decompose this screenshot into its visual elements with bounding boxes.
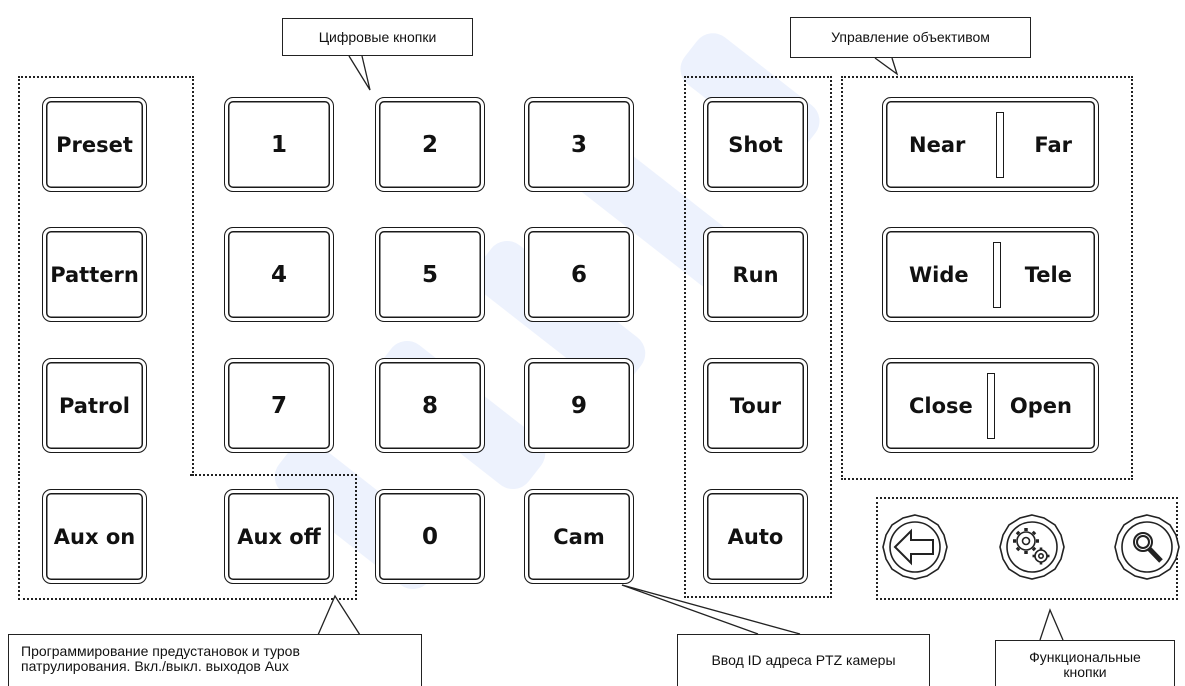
open-button[interactable]: Open — [1009, 393, 1072, 418]
auto-button[interactable]: Auto — [703, 489, 808, 584]
function-callout-line1: Функциональные — [1029, 649, 1141, 665]
digital-buttons-callout: Цифровые кнопки — [282, 18, 473, 56]
aux-off-button[interactable]: Aux off — [224, 489, 334, 584]
digit-0-button[interactable]: 0 — [375, 489, 485, 584]
rocker-divider — [995, 111, 1004, 178]
digit-4-button[interactable]: 4 — [224, 227, 334, 322]
digit-2-button[interactable]: 2 — [375, 97, 485, 192]
patrol-button[interactable]: Patrol — [42, 358, 147, 453]
wide-tele-rocker[interactable]: Wide Tele — [882, 227, 1099, 322]
back-button[interactable] — [881, 513, 949, 581]
program-callout-line1: Программирование предустановок и туров — [21, 643, 300, 659]
program-group-frame — [18, 76, 194, 476]
preset-button[interactable]: Preset — [42, 97, 147, 192]
camera-id-callout-text: Ввод ID адреса PTZ камеры — [711, 652, 896, 668]
camera-id-callout: Ввод ID адреса PTZ камеры — [677, 634, 930, 686]
program-group-frame-bottom — [18, 474, 357, 600]
program-presets-callout: Программирование предустановок и туров п… — [8, 634, 422, 686]
rocker-divider — [992, 241, 1001, 308]
near-button[interactable]: Near — [909, 132, 966, 157]
lens-control-callout-text: Управление объективом — [831, 29, 990, 45]
digital-buttons-callout-text: Цифровые кнопки — [318, 28, 437, 45]
digit-6-button[interactable]: 6 — [524, 227, 634, 322]
aux-on-button[interactable]: Aux on — [42, 489, 147, 584]
search-icon — [1133, 532, 1163, 563]
digit-5-button[interactable]: 5 — [375, 227, 485, 322]
close-button[interactable]: Close — [909, 393, 973, 418]
cam-button[interactable]: Cam — [524, 489, 634, 584]
back-arrow-icon — [893, 528, 934, 566]
search-button[interactable] — [1113, 513, 1181, 581]
near-far-rocker[interactable]: Near Far — [882, 97, 1099, 192]
program-callout-line2: патрулирования. Вкл./выкл. выходов Aux — [21, 658, 289, 674]
tour-button[interactable]: Tour — [703, 358, 808, 453]
digit-7-button[interactable]: 7 — [224, 358, 334, 453]
program-group-frame-step — [190, 474, 353, 476]
function-buttons-callout: Функциональные кнопки — [995, 640, 1175, 686]
shot-button[interactable]: Shot — [703, 97, 808, 192]
function-callout-line2: кнопки — [1063, 664, 1107, 680]
digit-9-button[interactable]: 9 — [524, 358, 634, 453]
close-open-rocker[interactable]: Close Open — [882, 358, 1099, 453]
tele-button[interactable]: Tele — [1024, 262, 1072, 287]
pattern-button[interactable]: Pattern — [42, 227, 147, 322]
run-button[interactable]: Run — [703, 227, 808, 322]
settings-button[interactable] — [998, 513, 1066, 581]
lens-group-frame — [841, 76, 1133, 480]
lens-control-callout: Управление объективом — [790, 17, 1031, 58]
rocker-divider — [987, 372, 996, 439]
wide-button[interactable]: Wide — [909, 262, 969, 287]
digit-3-button[interactable]: 3 — [524, 97, 634, 192]
settings-gears-icon — [1013, 528, 1050, 565]
digit-1-button[interactable]: 1 — [224, 97, 334, 192]
digit-8-button[interactable]: 8 — [375, 358, 485, 453]
far-button[interactable]: Far — [1034, 132, 1072, 157]
